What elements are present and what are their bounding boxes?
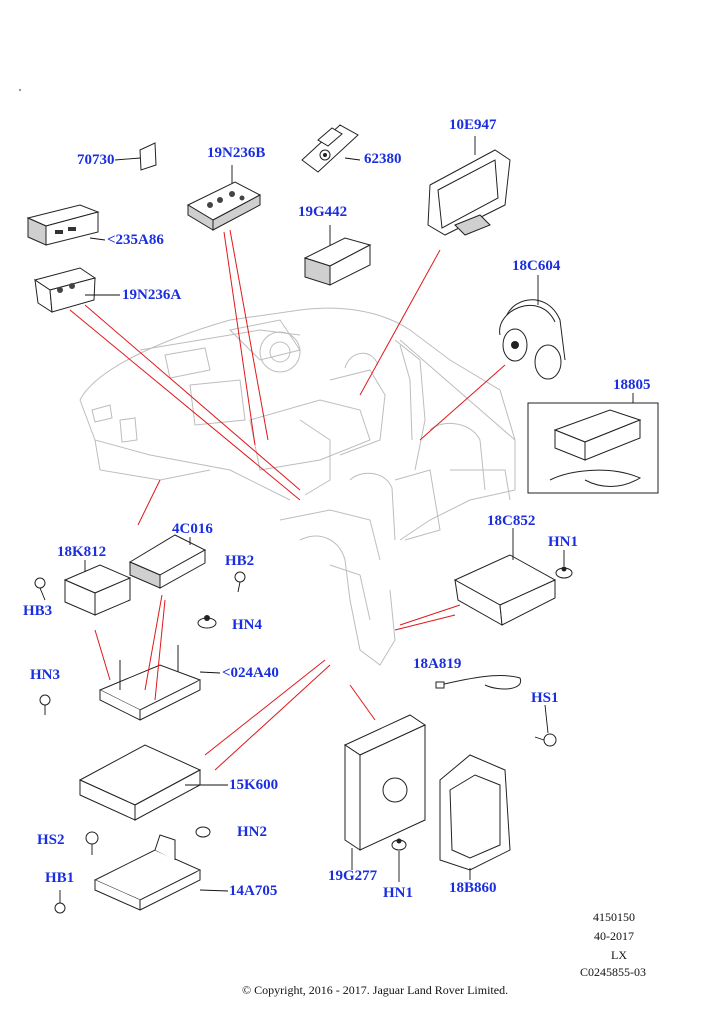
copyright: © Copyright, 2016 - 2017. Jaguar Land Ro… xyxy=(242,983,509,997)
part-70730-cap[interactable] xyxy=(139,142,157,171)
leader-HS1 xyxy=(544,704,549,734)
part-4C016[interactable] xyxy=(128,534,207,589)
meta-model: LX xyxy=(611,948,627,962)
vehicle-interior-ghost xyxy=(79,307,516,666)
label-18C852[interactable]: 18C852 xyxy=(487,513,536,529)
label-19N236B[interactable]: 19N236B xyxy=(207,145,266,161)
part-HB3[interactable] xyxy=(34,577,46,601)
label-HB2[interactable]: HB2 xyxy=(225,553,255,569)
label-19N236A[interactable]: 19N236A xyxy=(122,287,182,303)
label-15K600[interactable]: 15K600 xyxy=(229,777,279,793)
label-HB1[interactable]: HB1 xyxy=(45,870,75,886)
corner-mark xyxy=(18,88,22,92)
label-19G442[interactable]: 19G442 xyxy=(298,204,348,220)
label-18A819[interactable]: 18A819 xyxy=(413,656,462,672)
part-19G442[interactable] xyxy=(303,237,372,286)
part-18C852[interactable] xyxy=(453,554,557,626)
leader-235A86 xyxy=(89,237,106,241)
part-15K600[interactable] xyxy=(78,744,202,821)
part-HN1-b[interactable] xyxy=(391,838,407,851)
label-18C604[interactable]: 18C604 xyxy=(512,258,561,274)
part-19G277[interactable] xyxy=(343,714,427,851)
part-18K812[interactable] xyxy=(63,564,132,616)
label-HN1-bottom[interactable]: HN1 xyxy=(383,885,413,901)
label-19G277[interactable]: 19G277 xyxy=(328,868,378,884)
part-HB1[interactable] xyxy=(54,890,66,914)
label-18805[interactable]: 18805 xyxy=(613,377,651,393)
leader-70730 xyxy=(114,157,141,161)
part-HN3[interactable] xyxy=(39,694,51,715)
label-10E947[interactable]: 10E947 xyxy=(449,117,497,133)
part-19N236B[interactable] xyxy=(186,181,262,231)
callout-lines xyxy=(69,229,506,771)
part-235A86[interactable] xyxy=(26,204,100,246)
part-HB2[interactable] xyxy=(234,571,246,593)
part-18C604-headphones[interactable] xyxy=(499,299,566,380)
part-HN4[interactable] xyxy=(197,615,217,629)
part-18A819-cable[interactable] xyxy=(435,675,522,690)
label-62380[interactable]: 62380 xyxy=(364,151,402,167)
part-18B860-bracket[interactable] xyxy=(439,754,511,871)
label-HS2[interactable]: HS2 xyxy=(37,832,65,848)
label-70730[interactable]: 70730 xyxy=(77,152,115,168)
label-235A86[interactable]: <235A86 xyxy=(107,232,164,248)
part-HN1-a[interactable] xyxy=(555,566,573,579)
part-62380-remote[interactable] xyxy=(301,124,359,173)
part-HN2[interactable] xyxy=(195,826,211,838)
leader-024A40 xyxy=(199,671,221,674)
label-HS1[interactable]: HS1 xyxy=(531,690,559,706)
label-4C016[interactable]: 4C016 xyxy=(172,521,213,537)
leader-14A705 xyxy=(199,889,229,892)
label-18B860[interactable]: 18B860 xyxy=(449,880,497,896)
meta-illustration-number: 4150150 xyxy=(593,910,635,924)
part-14A705-bracket[interactable] xyxy=(93,834,202,911)
label-HN4[interactable]: HN4 xyxy=(232,617,262,633)
part-024A40-bracket[interactable] xyxy=(98,645,202,721)
label-024A40[interactable]: <024A40 xyxy=(222,665,279,681)
label-HN1-top[interactable]: HN1 xyxy=(548,534,578,550)
label-HN2[interactable]: HN2 xyxy=(237,824,267,840)
label-14A705[interactable]: 14A705 xyxy=(229,883,278,899)
part-HS2[interactable] xyxy=(85,831,99,855)
part-HS1[interactable] xyxy=(534,733,557,747)
part-19N236A[interactable] xyxy=(33,267,97,313)
part-18805-kit[interactable] xyxy=(527,402,659,494)
label-HN3[interactable]: HN3 xyxy=(30,667,60,683)
part-10E947-display[interactable] xyxy=(427,149,511,236)
meta-catalogue-id: C0245855-03 xyxy=(580,965,646,979)
label-HB3[interactable]: HB3 xyxy=(23,603,53,619)
leader-62380 xyxy=(344,157,361,161)
label-18K812[interactable]: 18K812 xyxy=(57,544,107,560)
meta-date-code: 40-2017 xyxy=(594,929,634,943)
